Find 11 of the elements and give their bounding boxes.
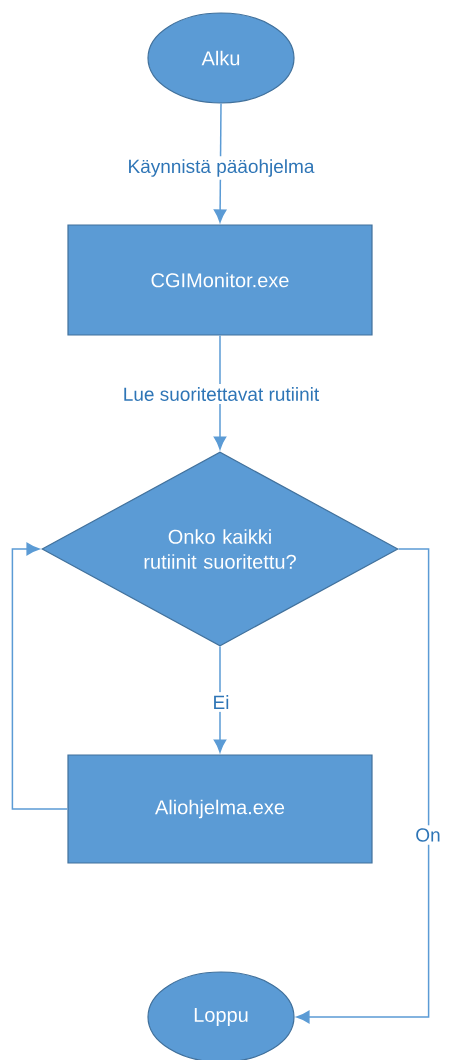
- arrow: [213, 102, 227, 223]
- arrow: [296, 548, 430, 1024]
- arrow: [213, 334, 227, 450]
- edge-label: Lue suoritettavat rutiinit: [119, 384, 323, 404]
- arrow: [11, 542, 69, 810]
- process-box: Aliohjelma.exe: [67, 754, 373, 864]
- process-box: CGIMonitor.exe: [67, 224, 373, 336]
- edge-label: On: [412, 825, 444, 845]
- edge-label: Ei: [209, 692, 233, 712]
- arrow: [213, 645, 227, 753]
- edge-label: Käynnistä pääohjelma: [124, 156, 318, 180]
